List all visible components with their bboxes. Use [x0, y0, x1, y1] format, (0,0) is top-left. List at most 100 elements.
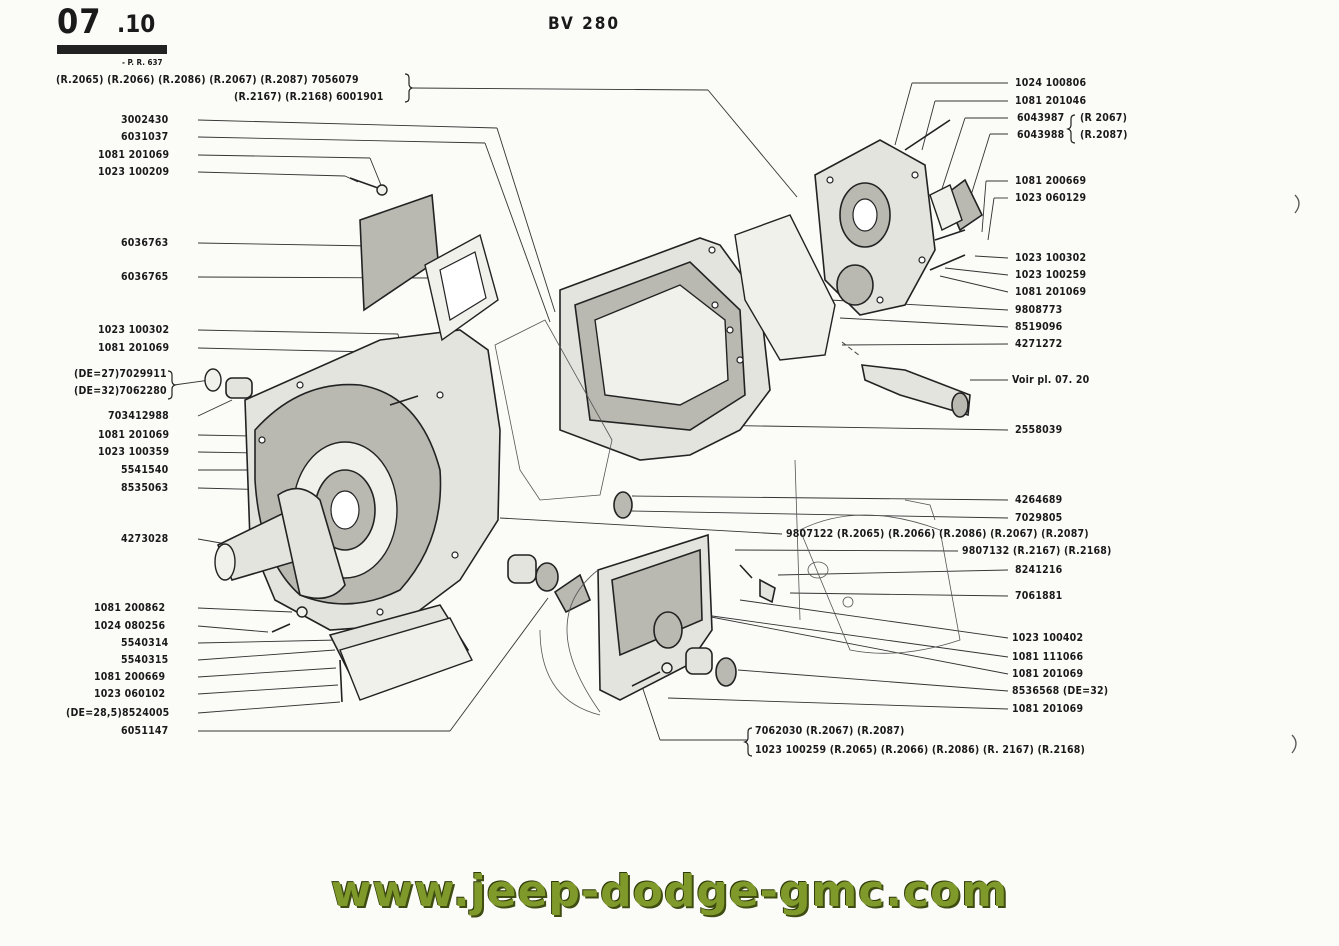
label-7029805: 7029805 [1015, 512, 1063, 524]
label-6036765: 6036765 [121, 271, 169, 283]
seal-retainer [553, 573, 592, 614]
switch [759, 578, 776, 604]
label-1023100259-r: 1023 100259 [1015, 269, 1087, 281]
page-title: BV 280 [548, 14, 621, 34]
cover-washer [376, 184, 388, 196]
label-5541540: 5541540 [121, 464, 169, 476]
label-r2067: (R 2067) [1080, 112, 1128, 124]
label-1081200862: 1081 200862 [94, 602, 166, 614]
rear-bushing [685, 647, 713, 675]
r-6043987-brace [1066, 114, 1076, 144]
background-sketch [794, 459, 961, 654]
top-ref-2: (R.2167) (R.2168) 6001901 [234, 91, 384, 103]
label-1081201069-a: 1081 201069 [98, 149, 170, 161]
label-8536568: 8536568 (DE=32) [1012, 685, 1109, 697]
label-1023060129: 1023 060129 [1015, 192, 1087, 204]
speedo-drive [860, 364, 971, 418]
housing-bolt [389, 395, 419, 406]
bottom-cover [271, 604, 473, 703]
rear-bolt [631, 671, 661, 687]
label-1081200669: 1081 200669 [1015, 175, 1087, 187]
label-1023060102: 1023 060102 [94, 688, 166, 700]
label-1023100259-b: 1023 100259 (R.2065) (R.2066) (R.2086) (… [755, 744, 1086, 756]
label-1081200669-a: 1081 200669 [94, 671, 166, 683]
seal-1 [535, 562, 559, 592]
cover-bolt [349, 177, 379, 189]
label-4264689: 4264689 [1015, 494, 1063, 506]
bell-housing [244, 329, 501, 631]
label-5540315: 5540315 [121, 654, 169, 666]
label-r2087: (R.2087) [1080, 129, 1128, 141]
label-1024080256: 1024 080256 [94, 620, 166, 632]
label-7062030: 7062030 (R.2067) (R.2087) [755, 725, 905, 737]
label-3002430: 3002430 [121, 114, 169, 126]
label-1081201069-rb: 1081 201069 [1012, 668, 1084, 680]
scan-mark-2 [1291, 734, 1297, 754]
label-4271272: 4271272 [1015, 338, 1063, 350]
label-6043988: 6043988 [1017, 129, 1065, 141]
label-6036763: 6036763 [121, 237, 169, 249]
pr-reference: - P. R. 637 [122, 58, 163, 67]
label-9807132: 9807132 (R.2167) (R.2168) [962, 545, 1112, 557]
label-voir-pl: Voir pl. 07. 20 [1012, 374, 1090, 386]
label-9808773: 9808773 [1015, 304, 1063, 316]
label-2558039: 2558039 [1015, 424, 1063, 436]
axis-dash [841, 341, 861, 357]
label-703412988: 703412988 [108, 410, 169, 422]
label-1081201069-c: 1081 201069 [98, 429, 170, 441]
rear-washer [661, 662, 673, 674]
label-8241216: 8241216 [1015, 564, 1063, 576]
label-1023100359: 1023 100359 [98, 446, 170, 458]
de-brace [167, 370, 177, 400]
label-1081201046: 1081 201046 [1015, 95, 1087, 107]
right-bolt [904, 119, 951, 151]
label-6043987: 6043987 [1017, 112, 1065, 124]
website-watermark: www.jeep-dodge-gmc.com [330, 866, 1009, 917]
label-6051147: 6051147 [121, 725, 169, 737]
plug [613, 491, 633, 519]
top-gasket-hole [439, 251, 487, 321]
label-1023100209: 1023 100209 [98, 166, 170, 178]
label-6031037: 6031037 [121, 131, 169, 143]
bottom-brace [743, 727, 753, 757]
label-8519096: 8519096 [1015, 321, 1063, 333]
breather [739, 564, 753, 579]
label-8535063: 8535063 [121, 482, 169, 494]
input-shaft [214, 487, 346, 600]
extension-housing [539, 533, 713, 716]
top-cover [359, 193, 439, 312]
page-number-major: 07 [57, 2, 102, 42]
label-1081201069-r: 1081 201069 [1015, 286, 1087, 298]
label-1024100806: 1024 100806 [1015, 77, 1087, 89]
case-gasket [494, 319, 613, 501]
top-ref-brace [404, 73, 414, 103]
label-1081201069-b: 1081 201069 [98, 342, 170, 354]
page-number-minor: .10 [117, 10, 156, 38]
stud-1 [934, 229, 966, 241]
label-1081111066: 1081 111066 [1012, 651, 1084, 663]
label-1023100402: 1023 100402 [1012, 632, 1084, 644]
bushing [225, 377, 253, 399]
label-5540314: 5540314 [121, 637, 169, 649]
header-bar [57, 45, 167, 54]
top-ref-1: (R.2065) (R.2066) (R.2086) (R.2067) (R.2… [56, 74, 359, 86]
scan-mark-1 [1294, 194, 1300, 214]
bearing-1 [507, 554, 537, 584]
label-4273028: 4273028 [121, 533, 169, 545]
rear-plate [734, 139, 936, 361]
label-de285: (DE=28,5)8524005 [66, 707, 170, 719]
stud-2 [929, 254, 966, 271]
label-7061881: 7061881 [1015, 590, 1063, 602]
label-1023100302-r: 1023 100302 [1015, 252, 1087, 264]
label-9807122: 9807122 (R.2065) (R.2066) (R.2086) (R.20… [786, 528, 1089, 540]
gearbox-casing [559, 237, 793, 461]
right-gasket [929, 184, 963, 231]
label-de32: (DE=32)7062280 [74, 385, 167, 397]
label-1081201069-rc: 1081 201069 [1012, 703, 1084, 715]
label-1023100302-a: 1023 100302 [98, 324, 170, 336]
rear-seal [715, 657, 737, 687]
label-de27: (DE=27)7029911 [74, 368, 167, 380]
o-ring [204, 368, 222, 392]
